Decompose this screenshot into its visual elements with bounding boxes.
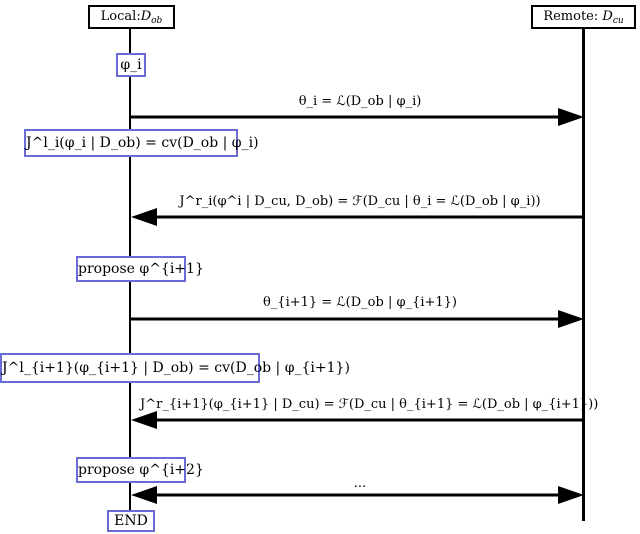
local-participant: Local:Dob xyxy=(88,5,175,29)
arrowhead-left-5 xyxy=(131,486,157,504)
local-participant-sub: ob xyxy=(151,16,163,26)
local-cost-i-plus-1-label: J^l_{i+1}(φ_{i+1} | D_ob) = cv(D_ob | φ_… xyxy=(2,360,350,376)
local-cost-i-box: J^l_i(φ_i | D_ob) = cv(D_ob | φ_i) xyxy=(24,129,259,157)
propose-phi-i-plus-1-label: propose φ^{i+1} xyxy=(78,261,204,277)
message-label-2: J^r_i(φ^i | D_cu, D_ob) = ℱ(D_cu | θ_i =… xyxy=(179,194,541,209)
local-cost-i-label: J^l_i(φ_i | D_ob) = cv(D_ob | φ_i) xyxy=(26,135,259,151)
message-label-5: ... xyxy=(353,476,367,491)
arrowhead-right-5 xyxy=(558,486,584,504)
remote-participant-label: Remote: xyxy=(543,9,603,24)
remote-participant-sub: cu xyxy=(612,16,624,26)
remote-participant: Remote: Dcu xyxy=(531,5,636,29)
arrowhead-left-4 xyxy=(131,411,157,429)
remote-lifeline xyxy=(582,27,585,521)
local-participant-label: Local: xyxy=(100,9,141,24)
end-box: END xyxy=(107,510,155,532)
propose-phi-i-plus-2-label: propose φ^{i+2} xyxy=(78,462,204,478)
arrowhead-right-3 xyxy=(558,310,584,328)
message-label-3: θ_{i+1} = ℒ(D_ob | φ_{i+1}) xyxy=(262,295,458,310)
arrowhead-left-2 xyxy=(131,208,157,226)
phi-i-box: φ_i xyxy=(116,53,146,77)
remote-participant-var: D xyxy=(602,9,613,24)
message-label-1: θ_i = ℒ(D_ob | φ_i) xyxy=(298,94,422,109)
propose-phi-i-plus-2-box: propose φ^{i+2} xyxy=(76,457,204,483)
propose-phi-i-plus-1-box: propose φ^{i+1} xyxy=(76,256,204,282)
local-participant-var: D xyxy=(140,9,152,24)
local-cost-i-plus-1-box: J^l_{i+1}(φ_{i+1} | D_ob) = cv(D_ob | φ_… xyxy=(0,353,350,383)
end-label: END xyxy=(114,513,148,529)
arrowhead-right-1 xyxy=(558,108,584,126)
message-label-4: J^r_{i+1}(φ_{i+1} | D_cu) = ℱ(D_cu | θ_{… xyxy=(140,397,599,412)
phi-i-label: φ_i xyxy=(120,57,142,73)
